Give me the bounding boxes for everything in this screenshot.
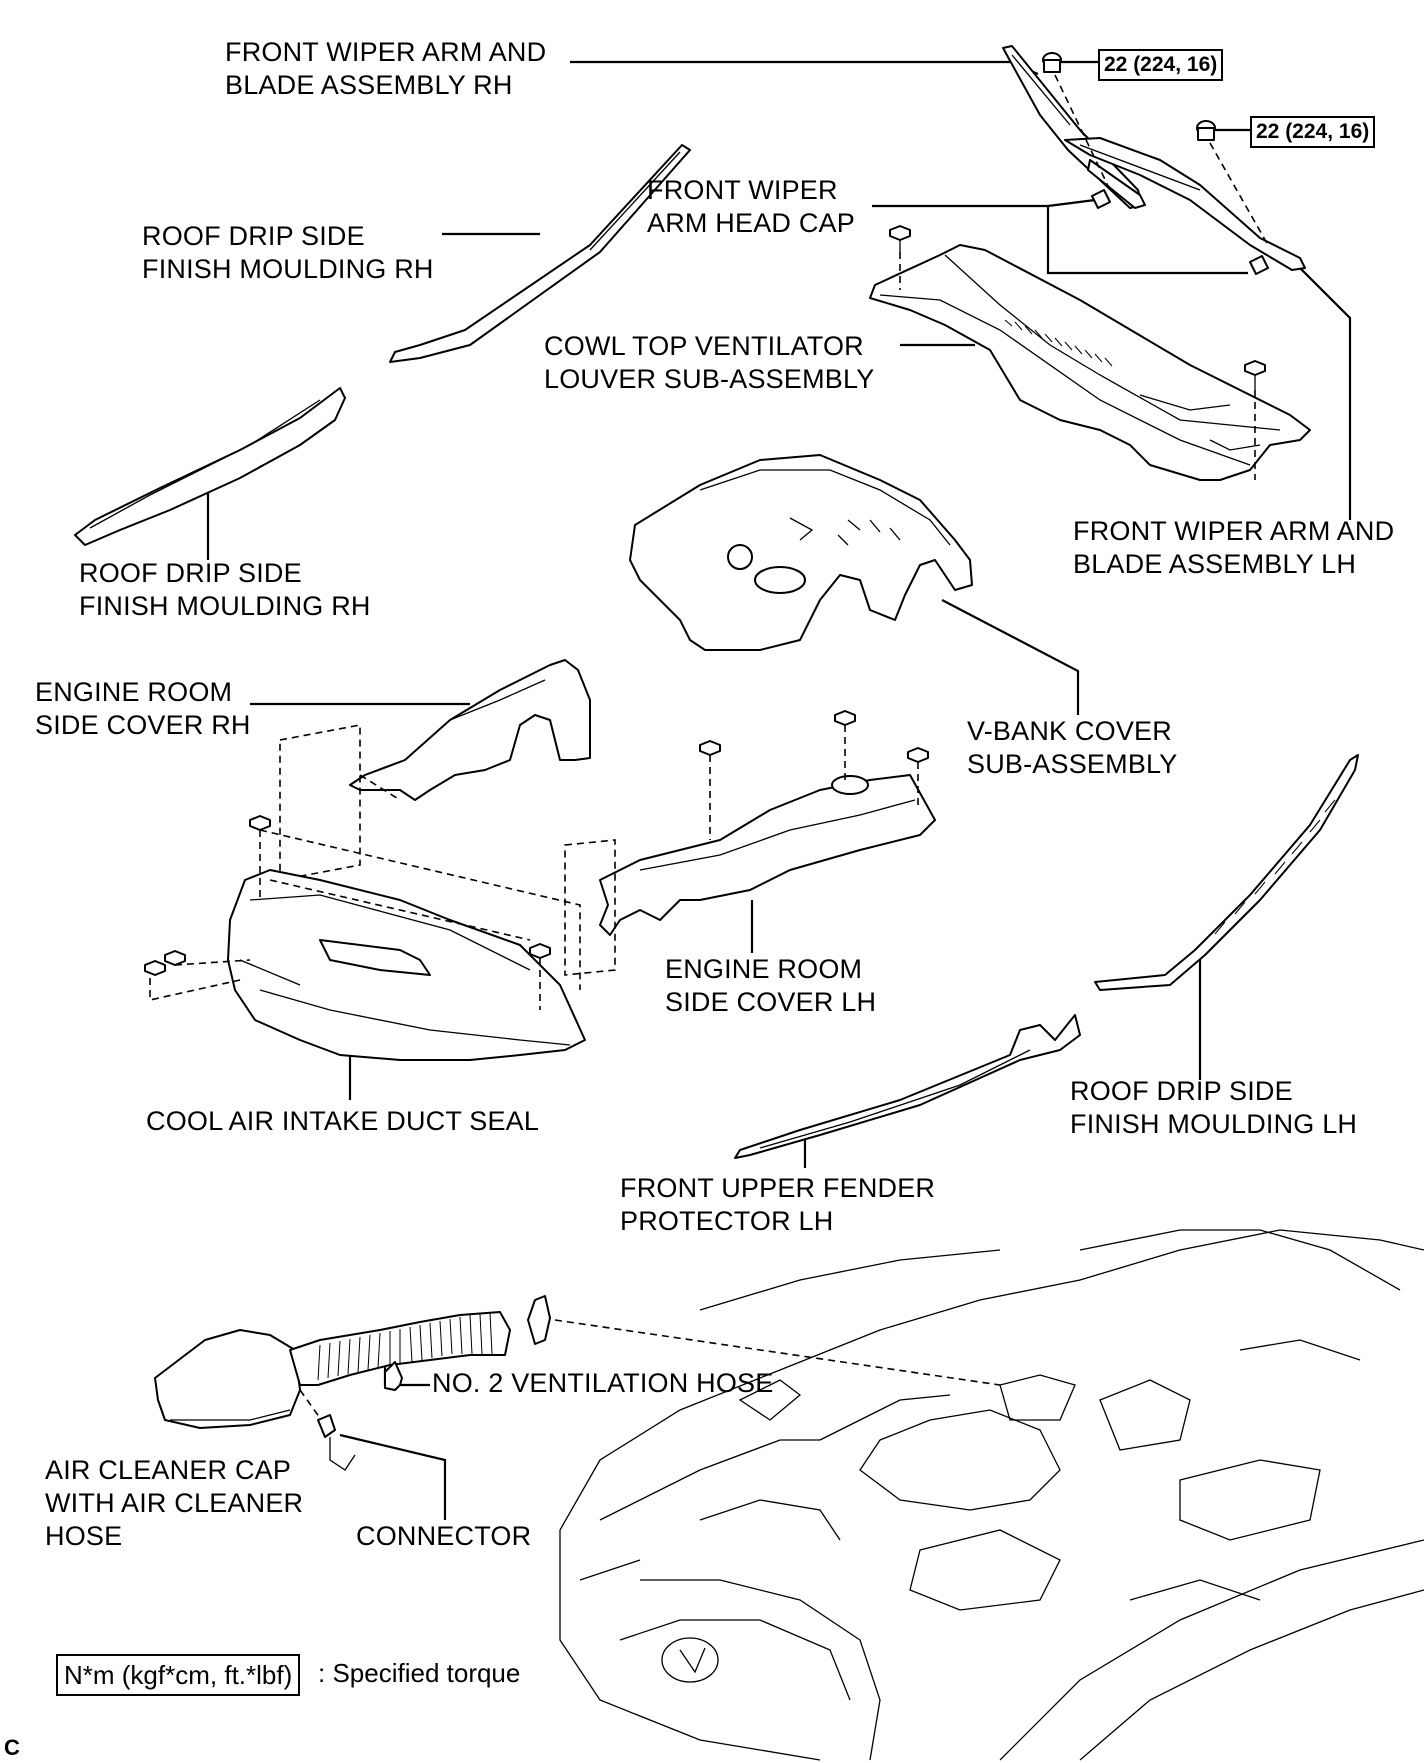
- label-line: AIR CLEANER CAP: [45, 1455, 292, 1485]
- side-cover-lh-clips: [699, 710, 929, 840]
- label-ventilation-hose: NO. 2 VENTILATION HOSE: [432, 1367, 773, 1400]
- cowl-bolts: [889, 225, 1266, 480]
- label-wiper-arm-lh: FRONT WIPER ARM AND BLADE ASSEMBLY LH: [1073, 515, 1394, 581]
- label-cowl-top: COWL TOP VENTILATOR LOUVER SUB-ASSEMBLY: [544, 330, 874, 396]
- label-line: COWL TOP VENTILATOR: [544, 331, 864, 361]
- label-roof-drip-rh-lower: ROOF DRIP SIDE FINISH MOULDING RH: [79, 557, 371, 623]
- label-side-cover-lh: ENGINE ROOM SIDE COVER LH: [665, 953, 876, 1019]
- label-line: FRONT WIPER ARM AND: [1073, 516, 1395, 546]
- label-connector: CONNECTOR: [356, 1520, 531, 1553]
- label-line: ROOF DRIP SIDE: [142, 221, 365, 251]
- label-line: NO. 2 VENTILATION HOSE: [432, 1368, 774, 1398]
- roof-drip-lh: [1094, 754, 1359, 991]
- label-line: ARM HEAD CAP: [647, 208, 855, 238]
- duct-seal-clips: [144, 815, 551, 1010]
- label-line: ENGINE ROOM: [665, 954, 863, 984]
- label-line: BLADE ASSEMBLY RH: [225, 70, 513, 100]
- side-cover-rh: [349, 659, 591, 801]
- torque-legend-box: N*m (kgf*cm, ft.*lbf): [56, 1654, 301, 1696]
- wiper-arm-lh: [1064, 137, 1306, 271]
- label-line: WITH AIR CLEANER: [45, 1488, 304, 1518]
- side-cover-lh: [599, 774, 936, 936]
- vehicle-front-illustration: [559, 1229, 1424, 1761]
- roof-drip-rh-upper: [389, 144, 691, 363]
- connector-part: [317, 1414, 356, 1471]
- label-line: FINISH MOULDING RH: [142, 254, 434, 284]
- label-roof-drip-lh: ROOF DRIP SIDE FINISH MOULDING LH: [1070, 1075, 1357, 1141]
- head-caps: [1091, 189, 1269, 275]
- label-wiper-arm-rh: FRONT WIPER ARM AND BLADE ASSEMBLY RH: [225, 36, 546, 102]
- label-line: LOUVER SUB-ASSEMBLY: [544, 364, 875, 394]
- cowl-top-ventilator: [869, 244, 1311, 481]
- fender-protector: [734, 1014, 1081, 1159]
- torque-legend-text: : Specified torque: [318, 1658, 521, 1688]
- label-line: FINISH MOULDING RH: [79, 591, 371, 621]
- label-line: ROOF DRIP SIDE: [1070, 1076, 1293, 1106]
- leader-lines: [206, 60, 1352, 1520]
- label-line: PROTECTOR LH: [620, 1206, 834, 1236]
- intake-duct-seal: [227, 869, 586, 1061]
- vbank-cover: [629, 454, 973, 651]
- label-line: FRONT WIPER: [647, 175, 838, 205]
- roof-drip-rh-lower: [74, 387, 346, 546]
- torque-nut-rh: [1042, 52, 1062, 73]
- label-head-cap: FRONT WIPER ARM HEAD CAP: [647, 174, 855, 240]
- label-air-cleaner: AIR CLEANER CAP WITH AIR CLEANER HOSE: [45, 1454, 303, 1553]
- label-line: SIDE COVER RH: [35, 710, 251, 740]
- label-line: SUB-ASSEMBLY: [967, 749, 1178, 779]
- corner-mark: C: [4, 1735, 20, 1760]
- label-line: V-BANK COVER: [967, 716, 1172, 746]
- label-side-cover-rh: ENGINE ROOM SIDE COVER RH: [35, 676, 251, 742]
- label-line: COOL AIR INTAKE DUCT SEAL: [146, 1106, 540, 1136]
- label-line: BLADE ASSEMBLY LH: [1073, 549, 1357, 579]
- wiper-arm-rh: [1002, 45, 1146, 209]
- label-fender-protector: FRONT UPPER FENDER PROTECTOR LH: [620, 1172, 935, 1238]
- label-duct-seal: COOL AIR INTAKE DUCT SEAL: [146, 1105, 539, 1138]
- label-line: CONNECTOR: [356, 1521, 532, 1551]
- torque-spec-rh: 22 (224, 16): [1098, 49, 1224, 81]
- label-line: ROOF DRIP SIDE: [79, 558, 302, 588]
- label-line: SIDE COVER LH: [665, 987, 877, 1017]
- label-roof-drip-rh-upper: ROOF DRIP SIDE FINISH MOULDING RH: [142, 220, 434, 286]
- air-cleaner-assembly: [154, 1295, 551, 1429]
- torque-spec-lh: 22 (224, 16): [1250, 116, 1376, 148]
- torque-nut-lh: [1196, 120, 1216, 141]
- label-line: HOSE: [45, 1521, 123, 1551]
- label-line: ENGINE ROOM: [35, 677, 233, 707]
- label-line: FRONT WIPER ARM AND: [225, 37, 547, 67]
- label-vbank-cover: V-BANK COVER SUB-ASSEMBLY: [967, 715, 1177, 781]
- label-line: FRONT UPPER FENDER: [620, 1173, 936, 1203]
- label-line: FINISH MOULDING LH: [1070, 1109, 1358, 1139]
